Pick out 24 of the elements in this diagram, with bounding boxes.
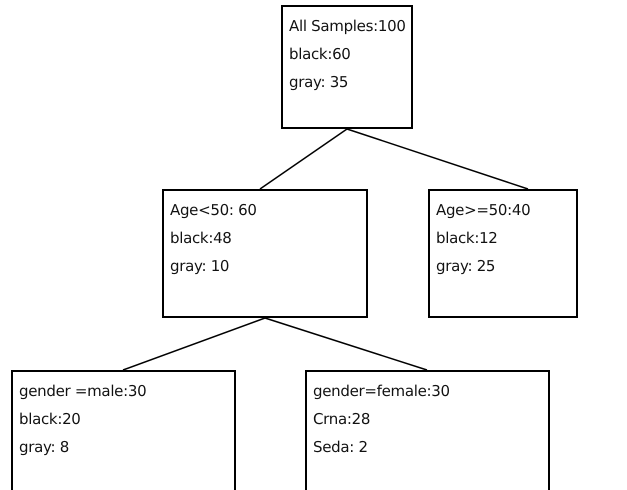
tree-node-box	[305, 370, 550, 490]
tree-node-box	[281, 5, 413, 129]
node-text: Crna:28	[313, 409, 372, 430]
node-text: black:12	[436, 228, 499, 249]
node-text: gray: 8	[19, 437, 70, 458]
connector-line	[122, 317, 266, 371]
tree-node-box	[428, 189, 578, 318]
node-text: gray: 10	[170, 256, 230, 277]
node-text: Age<50: 60	[170, 200, 258, 221]
tree-node-box	[11, 370, 236, 490]
node-text: black:48	[170, 228, 233, 249]
connector-line	[346, 128, 528, 190]
connector-line	[264, 317, 428, 371]
node-text: Seda: 2	[313, 437, 369, 458]
node-text: gender =male:30	[19, 381, 148, 402]
tree-node-box	[162, 189, 368, 318]
node-text: gray: 25	[436, 256, 496, 277]
node-text: gender=female:30	[313, 381, 451, 402]
node-text: gray: 35	[289, 72, 350, 93]
node-text: All Samples:100	[289, 16, 405, 37]
node-text: black:60	[289, 44, 352, 65]
node-text: Age>=50:40	[436, 200, 532, 221]
node-text: black:20	[19, 409, 82, 430]
connector-line	[260, 128, 348, 190]
